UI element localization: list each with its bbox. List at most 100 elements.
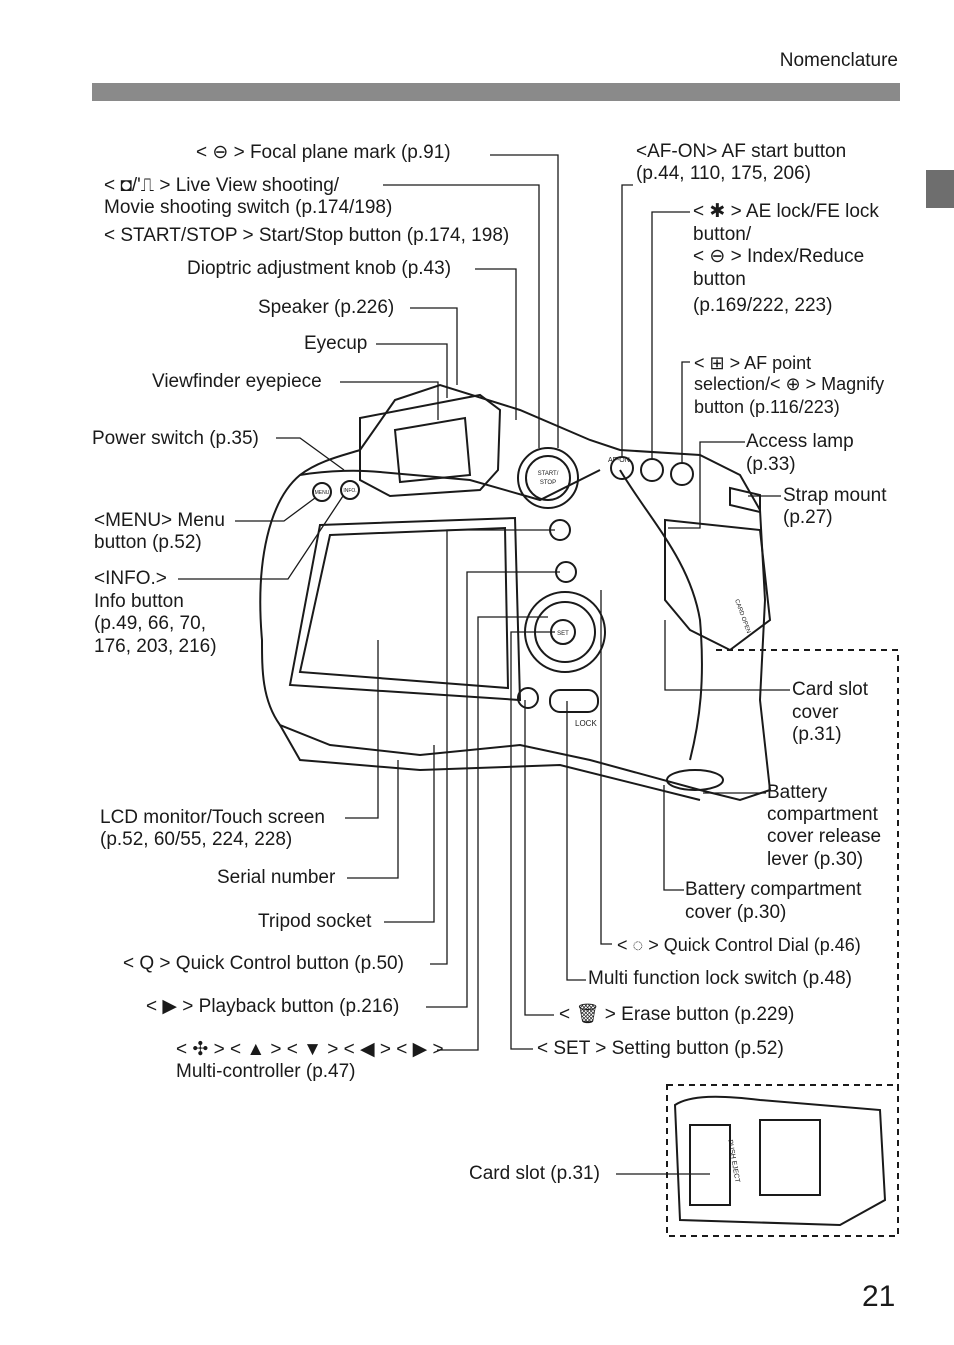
- label-af-on-2: (p.44, 110, 175, 206): [636, 163, 811, 184]
- strap-mount: [729, 486, 761, 514]
- label-eyecup: Eyecup: [304, 333, 368, 354]
- menu-button: [312, 482, 332, 502]
- camera-bottom: [279, 724, 701, 801]
- leader-multi-ctrl: [437, 616, 548, 1051]
- label-multi-lock: Multi function lock switch (p.48): [588, 968, 852, 989]
- mark-start-stop-2: STOP: [540, 480, 556, 486]
- leader-playback: [426, 571, 560, 1008]
- info-button: [340, 480, 360, 500]
- chapter-tab: [926, 170, 954, 208]
- label-card-cover-2: cover: [792, 702, 839, 723]
- label-ae-lock-3: < ⊖ > Index/Reduce: [693, 246, 865, 267]
- card-slot-inset-frame: [666, 1084, 899, 1237]
- label-speaker: Speaker (p.226): [258, 297, 395, 318]
- leader-serial: [347, 760, 399, 879]
- label-card-slot: Card slot (p.31): [469, 1163, 600, 1184]
- label-quick-dial: < ◌ > Quick Control Dial (p.46): [617, 935, 861, 955]
- label-focal-plane: < ⊖ > Focal plane mark (p.91): [196, 142, 451, 163]
- multi-function-lock-switch: [549, 689, 599, 713]
- label-multi-ctrl-2: Multi-controller (p.47): [176, 1061, 356, 1082]
- page-number: 21: [862, 1280, 896, 1313]
- label-power: Power switch (p.35): [92, 428, 259, 449]
- label-strap-2: (p.27): [783, 507, 833, 528]
- mark-af-on: AF-ON: [608, 457, 630, 464]
- label-af-point-1: < ⊞ > AF point: [694, 353, 812, 373]
- ae-lock-button: [640, 458, 664, 482]
- dashed-callout-frame: [716, 649, 899, 1085]
- section-title: Nomenclature: [779, 50, 898, 71]
- label-battery-cover-2: cover (p.30): [685, 902, 787, 923]
- card-slot-inset-body: [673, 1095, 887, 1227]
- label-multi-ctrl-1: < ✣ > < ▲ > < ▼ > < ◀ > < ▶ >: [176, 1039, 444, 1060]
- leader-quick-control: [430, 529, 555, 965]
- leader-info: [178, 495, 344, 580]
- start-stop-ring: [517, 447, 579, 509]
- leader-quick-dial: [600, 590, 612, 945]
- start-stop-button: [525, 455, 571, 501]
- label-card-cover-3: (p.31): [792, 724, 842, 745]
- label-af-point-3: button (p.116/223): [694, 397, 840, 417]
- label-info-3: (p.49, 66, 70,: [94, 613, 206, 634]
- mark-set: SET: [557, 631, 569, 637]
- label-live-view-1: < ◘/'⎍ > Live View shooting/: [104, 175, 340, 196]
- camera-body-outline: [259, 383, 772, 802]
- af-point-button: [670, 462, 694, 486]
- label-card-cover-1: Card slot: [792, 679, 869, 700]
- label-battery-cover-1: Battery compartment: [685, 879, 862, 900]
- label-info-2: Info button: [94, 591, 184, 612]
- leader-multi-lock: [566, 701, 586, 981]
- leader-power: [276, 437, 345, 471]
- mark-push-eject: PUSH EJECT: [726, 1139, 741, 1184]
- label-ae-lock-2: button/: [693, 224, 752, 245]
- card-slot-inset-slot: [689, 1124, 731, 1206]
- label-info-4: 176, 203, 216): [94, 636, 217, 657]
- leader-erase: [524, 700, 554, 1016]
- leader-speaker: [410, 307, 458, 385]
- label-strap-1: Strap mount: [783, 485, 887, 506]
- label-tripod: Tripod socket: [258, 911, 372, 932]
- lcd-screen: [298, 526, 510, 690]
- leader-access: [668, 441, 745, 529]
- leader-setting: [510, 631, 555, 1050]
- card-slot-inset-card: [759, 1119, 821, 1196]
- leader-eyecup: [376, 343, 448, 398]
- viewfinder-eyepiece: [393, 416, 472, 484]
- eyecup: [359, 393, 502, 498]
- label-ae-lock-4: button: [693, 269, 746, 290]
- label-battery-release-1: Battery: [767, 782, 828, 803]
- leader-viewfinder: [340, 381, 439, 420]
- label-playback: < ▶ > Playback button (p.216): [146, 996, 400, 1017]
- camera-grip: [619, 469, 703, 761]
- mark-start-stop-1: START/: [538, 471, 559, 477]
- mark-card-open: CARD OPEN: [733, 599, 751, 635]
- lcd-monitor: [288, 516, 522, 702]
- leader-af-on: [621, 184, 633, 457]
- leader-menu: [235, 497, 316, 522]
- mark-info: INFO.: [343, 488, 356, 494]
- label-access-2: (p.33): [746, 454, 796, 475]
- label-menu-2: button (p.52): [94, 532, 202, 553]
- label-setting: < SET > Setting button (p.52): [537, 1038, 784, 1059]
- mark-menu: MENU: [315, 490, 330, 496]
- label-access-1: Access lamp: [746, 431, 854, 452]
- leader-dioptric: [475, 268, 517, 420]
- label-lcd-2: (p.52, 60/55, 224, 228): [100, 829, 293, 850]
- label-af-on-1: <AF-ON> AF start button: [636, 141, 847, 162]
- leader-tripod: [384, 745, 435, 923]
- label-viewfinder: Viewfinder eyepiece: [152, 371, 322, 392]
- label-lcd-1: LCD monitor/Touch screen: [100, 807, 325, 828]
- leader-battery-cover: [663, 785, 684, 891]
- label-battery-release-3: cover release: [767, 826, 882, 847]
- leader-af-point: [681, 361, 690, 463]
- label-serial: Serial number: [217, 867, 336, 888]
- label-af-point-2: selection/< ⊕ > Magnify: [694, 374, 885, 394]
- erase-button: [517, 687, 539, 709]
- mark-lock: LOCK: [575, 719, 597, 728]
- label-info-1: <INFO.>: [94, 568, 167, 589]
- battery-release-lever: [666, 769, 724, 791]
- leader-lcd: [345, 640, 379, 819]
- leader-card-cover: [664, 620, 790, 691]
- card-slot-cover: [664, 518, 772, 652]
- label-menu-1: <MENU> Menu: [94, 510, 225, 531]
- leader-live-view: [383, 184, 540, 448]
